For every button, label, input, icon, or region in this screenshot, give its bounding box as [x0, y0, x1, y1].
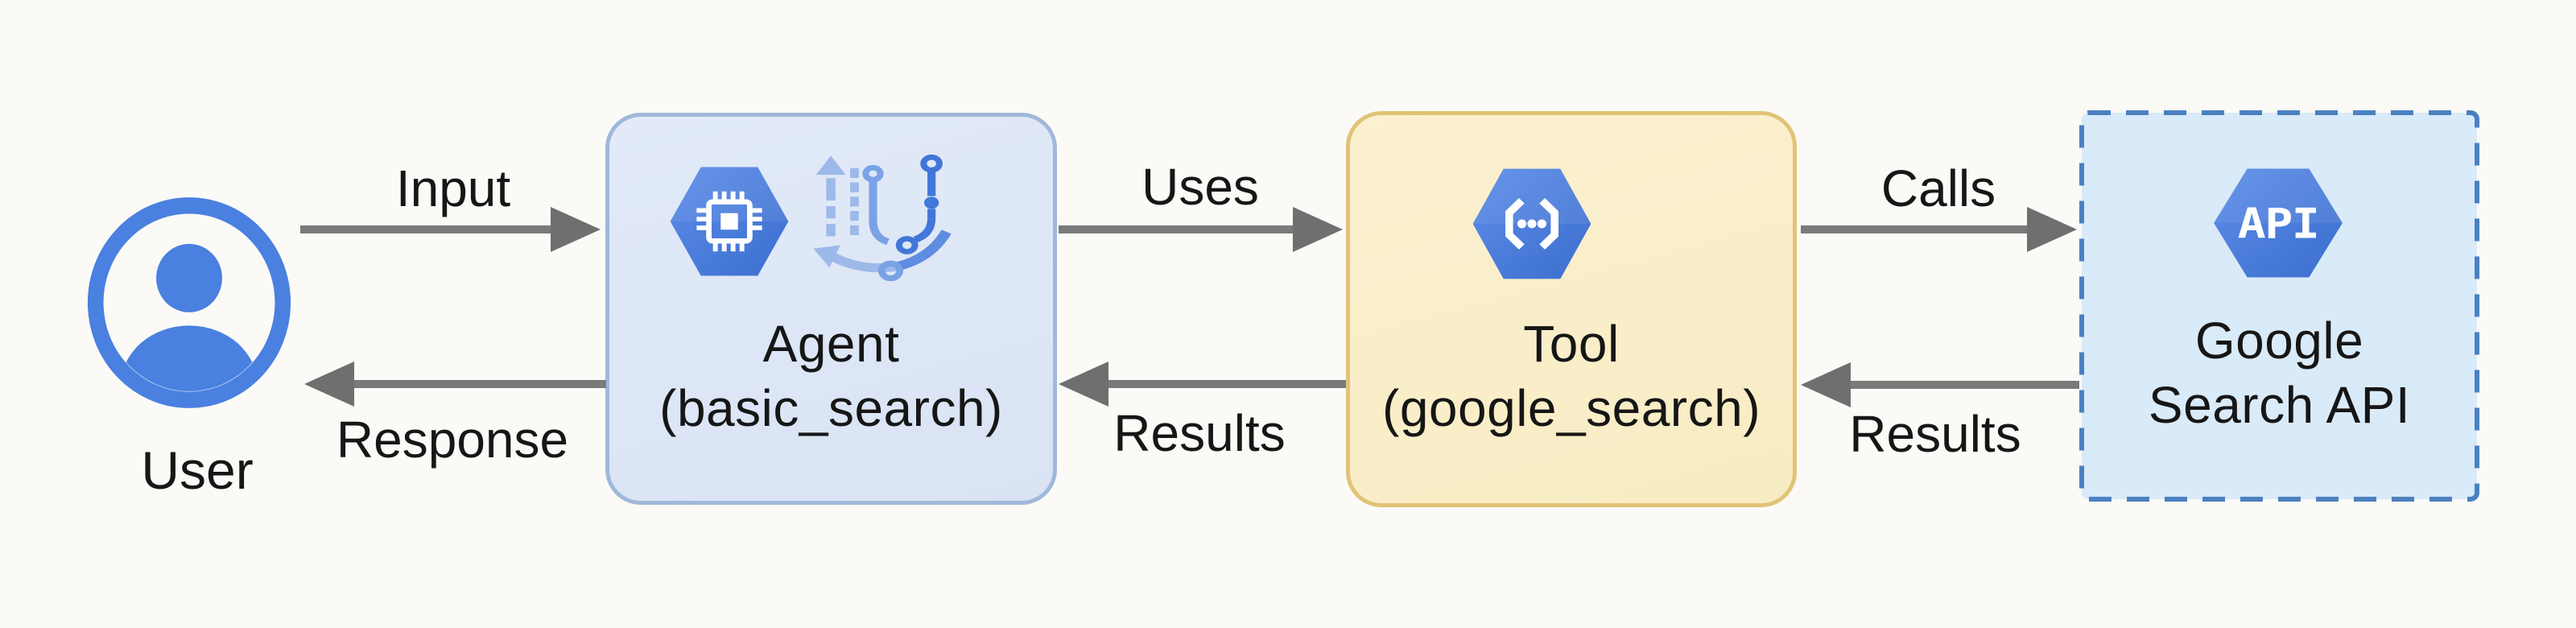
branching-pipeline-icon — [813, 154, 952, 282]
results-api-tool-arrow-line — [1851, 381, 2079, 389]
api-hexagon-icon: API — [2214, 168, 2343, 278]
response-arrow-line — [353, 380, 606, 388]
agent-subtitle: (basic_search) — [659, 379, 1003, 437]
calls-label: Calls — [1880, 159, 1996, 217]
response-arrowhead-icon — [304, 362, 354, 407]
input-label: Input — [395, 159, 511, 217]
api-label: Google Search API — [2079, 308, 2479, 437]
user-icon — [87, 197, 291, 408]
ai-chip-hexagon-icon — [670, 167, 789, 276]
user-label: User — [141, 440, 254, 500]
results-api-tool-label: Results — [1849, 405, 2021, 463]
agent-label: Agent (basic_search) — [609, 312, 1053, 440]
tool-label: Tool (google_search) — [1350, 312, 1793, 440]
response-label: Response — [336, 411, 569, 469]
uses-arrow-line — [1059, 225, 1296, 233]
input-arrowhead-icon — [551, 207, 601, 252]
tool-subtitle: (google_search) — [1382, 379, 1761, 437]
api-icon-text: API — [2238, 200, 2319, 248]
node-agent: Agent (basic_search) — [605, 113, 1057, 505]
cloud-functions-hexagon-icon — [1472, 168, 1591, 279]
results-tool-agent-arrowhead-icon — [1059, 362, 1108, 407]
tool-title: Tool — [1523, 315, 1620, 373]
calls-arrowhead-icon — [2027, 207, 2077, 252]
api-subtitle: Search API — [2148, 376, 2411, 434]
node-tool: Tool (google_search) — [1346, 111, 1797, 507]
results-tool-agent-arrow-line — [1107, 380, 1346, 388]
node-google-search-api: Google Search API — [2079, 110, 2479, 502]
input-arrow-line — [300, 225, 552, 233]
calls-arrow-line — [1801, 225, 2030, 233]
uses-arrowhead-icon — [1293, 207, 1343, 252]
results-tool-agent-label: Results — [1113, 404, 1286, 462]
agent-title: Agent — [762, 315, 900, 373]
uses-label: Uses — [1141, 158, 1259, 216]
api-title: Google — [2194, 312, 2364, 370]
results-api-tool-arrowhead-icon — [1801, 362, 1851, 407]
dashed-border — [2079, 110, 2479, 502]
